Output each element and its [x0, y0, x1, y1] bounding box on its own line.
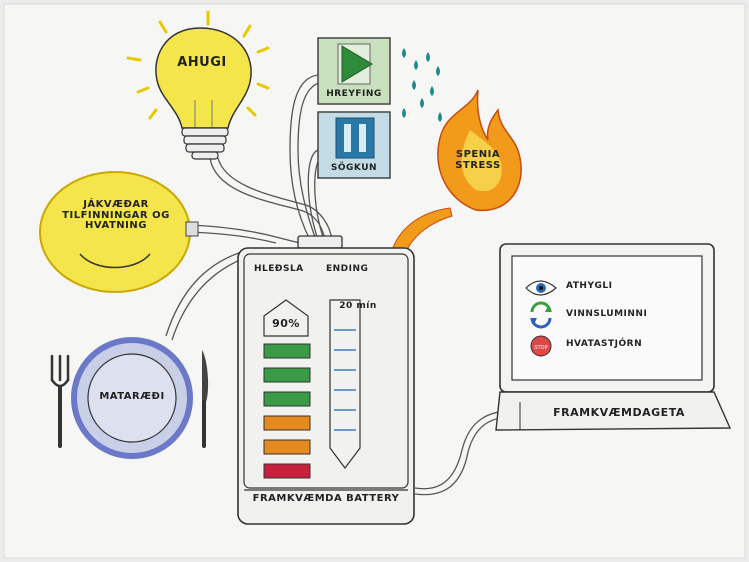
pause-icon	[317, 111, 391, 179]
battery-title: FRAMKVÆMDA BATTERY	[252, 493, 400, 504]
battery-icon	[237, 235, 415, 525]
plate-icon	[71, 337, 193, 459]
stop-sign-icon: STOP	[530, 335, 552, 357]
laptop-item-working-memory: VINNSLUMINNI	[566, 309, 648, 319]
smiley-label: JÁKVÆÐAR TILFINNINGAR OG HVATNING	[62, 199, 170, 231]
droplets-icon	[402, 48, 442, 122]
svg-text:STOP: STOP	[534, 345, 547, 351]
fork-icon	[50, 354, 70, 448]
plate-label: MATARÆÐI	[99, 391, 165, 402]
battery-level-bar	[263, 463, 311, 479]
battery-level-bar	[263, 367, 311, 383]
play-button-label: HREYFING	[326, 89, 382, 99]
bulb-label: AHUGI	[177, 55, 227, 70]
cycle-icon	[530, 301, 552, 329]
battery-health-label: HLEÐSLA	[254, 264, 304, 274]
smiley-icon	[39, 171, 199, 293]
battery-ending-label: ENDING	[326, 264, 369, 274]
battery-level-bar	[263, 415, 311, 431]
knife-icon	[202, 350, 209, 448]
eye-icon	[525, 280, 557, 296]
laptop-icon	[495, 243, 732, 431]
flame-label: SPENIA STRESS	[455, 149, 501, 171]
laptop-item-attention: ATHYGLI	[566, 281, 613, 291]
battery-level-bar	[263, 391, 311, 407]
battery-level-bars	[263, 343, 311, 479]
lightbulb-icon	[126, 10, 270, 160]
laptop-base-label: FRAMKVÆMDAGETA	[553, 406, 685, 419]
battery-time-label: 20 mín	[339, 301, 377, 311]
play-icon	[317, 37, 391, 105]
battery-level-bar	[263, 439, 311, 455]
laptop-item-inhibition: HVATASTJÓRN	[566, 339, 643, 349]
battery-percent-label: 90%	[272, 317, 300, 330]
pause-button-label: SÖGKUN	[330, 163, 378, 173]
battery-level-bar	[263, 343, 311, 359]
